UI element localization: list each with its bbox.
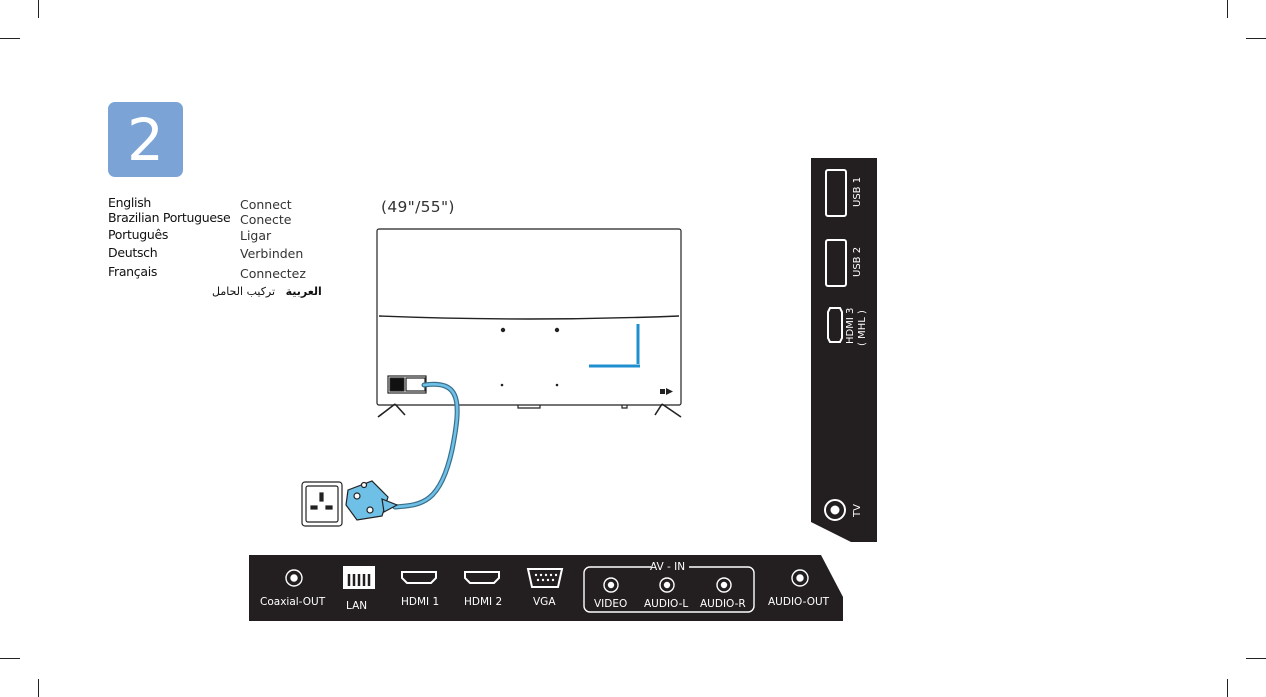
usb1-port-icon (825, 169, 847, 217)
plug-icon (345, 480, 399, 521)
usb1-label: USB 1 (852, 176, 863, 207)
audio-r-port-icon (716, 577, 732, 593)
coaxial-out-port-icon (285, 569, 303, 587)
connector-bracket-icon (589, 324, 640, 368)
arabic-language-name: العربية (285, 285, 322, 298)
audio-out-label: AUDIO-OUT (768, 596, 830, 608)
tv-antenna-port-icon (824, 499, 846, 521)
lan-label: LAN (346, 600, 368, 612)
audio-l-port-icon (659, 577, 675, 593)
language-word: Verbinden (240, 246, 304, 261)
language-word: Ligar (240, 228, 272, 243)
av-in-label: AV - IN (650, 561, 686, 573)
crop-mark (0, 658, 20, 659)
audio-out-port-icon (791, 569, 809, 587)
hdmi2-label: HDMI 2 (464, 596, 503, 608)
step-number-badge: 2 (108, 102, 183, 177)
tv-label: TV (852, 504, 863, 517)
crop-mark (38, 679, 39, 697)
usb2-label: USB 2 (852, 246, 863, 277)
tv-back-icon (376, 228, 682, 418)
wall-outlet-icon (301, 481, 343, 527)
arabic-word: تركيب الحامل (212, 285, 276, 298)
language-name: Français (108, 264, 158, 279)
mhl-label: ( MHL ) (857, 310, 868, 346)
tv-size-label: (49"/55") (381, 198, 455, 216)
language-word: Connect (240, 197, 292, 212)
language-name: Deutsch (108, 245, 158, 260)
video-label: VIDEO (594, 598, 628, 610)
language-word: Connectez (240, 266, 306, 281)
coaxial-out-label: Coaxial-OUT (260, 596, 326, 608)
lan-port-icon (343, 566, 375, 589)
crop-mark (0, 38, 20, 39)
crop-mark (38, 0, 39, 18)
language-name: Português (108, 227, 169, 242)
audio-l-label: AUDIO-L (644, 598, 689, 610)
crop-mark (1246, 658, 1266, 659)
arabic-line: العربية تركيب الحامل (212, 285, 322, 298)
vga-label: VGA (533, 596, 556, 608)
video-port-icon (603, 577, 619, 593)
bottom-connector-panel (249, 555, 843, 621)
crop-mark (1227, 679, 1228, 697)
vga-port-icon (526, 568, 564, 588)
language-name: English (108, 195, 152, 210)
power-port-icon (660, 388, 673, 395)
hdmi1-label: HDMI 1 (401, 596, 440, 608)
audio-r-label: AUDIO-R (700, 598, 746, 610)
crop-mark (1227, 0, 1228, 18)
side-connector-panel (811, 158, 877, 542)
language-name: Brazilian Portuguese (108, 210, 231, 225)
hdmi3-port-icon (827, 307, 843, 343)
power-socket-on-tv-icon (387, 375, 427, 394)
usb2-port-icon (825, 239, 847, 287)
mount-holes (500, 327, 560, 387)
crop-mark (1246, 38, 1266, 39)
hdmi1-port-icon (401, 571, 437, 584)
language-word: Conecte (240, 212, 292, 227)
hdmi2-port-icon (464, 571, 500, 584)
hdmi3-label: HDMI 3 (845, 307, 856, 344)
